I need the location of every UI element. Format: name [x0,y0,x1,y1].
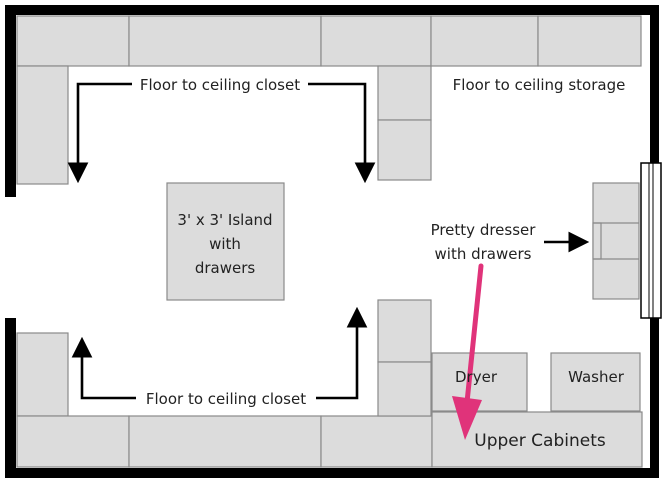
cabinet [128,415,322,468]
top-closet-label: Floor to ceiling closet [140,76,300,94]
bottom-closet-label: Floor to ceiling closet [146,390,306,408]
window [640,162,662,319]
cabinet [16,65,69,185]
island-label-line1: 3' x 3' Island [177,211,272,229]
bottom-wall [5,468,659,478]
cabinet [320,415,433,468]
top-wall [5,5,659,15]
island-label-line2: with [209,235,241,253]
arrow-top-left [67,82,132,184]
cabinet [377,119,432,181]
left-wall-lower [5,318,16,478]
dresser-label-line2: with drawers [435,245,532,263]
cabinet [377,65,432,121]
arrow-bottom-left [71,336,136,400]
highlight-arrow [452,263,484,440]
cabinet [128,15,322,67]
upper-cabinets-label: Upper Cabinets [474,431,606,451]
arrow-top-right [308,82,376,184]
cabinet [320,15,432,67]
washer [550,352,641,412]
cabinet [16,415,130,468]
island-label-line3: drawers [195,259,256,277]
dresser [592,182,640,300]
left-wall-upper [5,5,16,197]
island [166,182,285,301]
right-wall-lower [650,318,659,478]
bottom-cabinets [16,299,643,468]
arrow-bottom-right [316,306,368,400]
washer-label: Washer [568,368,625,386]
storage-label: Floor to ceiling storage [453,76,626,94]
dryer-label: Dryer [455,368,498,386]
dresser-label-line1: Pretty dresser [431,221,537,239]
walls [5,5,662,478]
cabinet [537,15,642,67]
cabinet [377,299,432,363]
closet-arrows [67,82,590,400]
cabinet [430,15,539,67]
cabinet [16,15,130,67]
top-cabinets [16,15,642,185]
cabinet [377,361,432,417]
cabinet [16,332,69,417]
right-wall-upper [650,5,659,163]
